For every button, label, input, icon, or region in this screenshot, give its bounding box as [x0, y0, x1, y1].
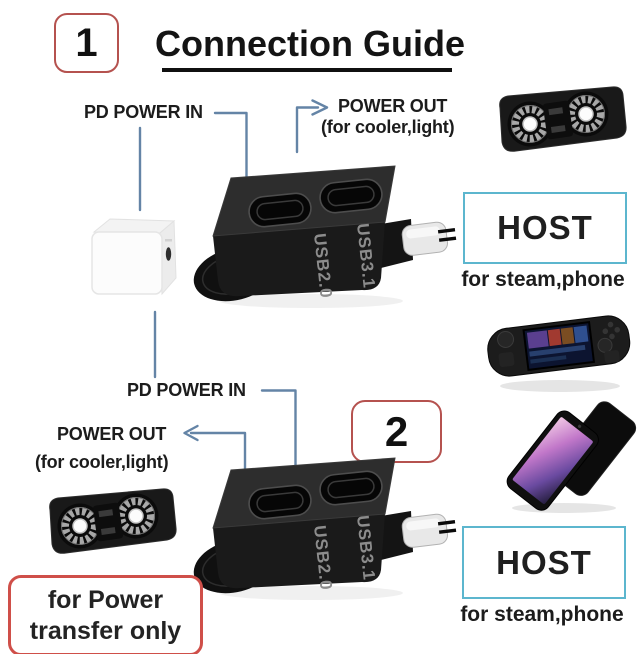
note-line-2: transfer only: [29, 616, 182, 645]
phone-shadow: [512, 503, 616, 513]
deck-screen-content: [526, 325, 589, 364]
step-1-number: 1: [75, 20, 98, 65]
pd-charger-image: [91, 218, 177, 296]
arrow-right-icon: [311, 99, 329, 116]
power-out-note-2: (for cooler,light): [35, 452, 169, 472]
step-2-number: 2: [384, 407, 409, 455]
host-label-2: HOST: [496, 543, 592, 581]
usbc-male-plug-icon: [401, 221, 457, 256]
usb2-port-icon: [248, 484, 312, 520]
usbc-adapter-image-1: USB2.0 USB3.1: [193, 165, 457, 308]
note-line-1: for Power: [47, 586, 164, 614]
deck-shadow: [500, 380, 620, 392]
host-label-1: HOST: [497, 209, 593, 246]
adapter-front-face: [213, 514, 385, 589]
usbc-male-plug-icon: [401, 513, 457, 548]
cooler-center-block: [93, 502, 123, 542]
title-underline: [162, 68, 452, 72]
power-out-label-1: POWER OUT: [338, 96, 448, 116]
deck-left-trackpad: [498, 351, 515, 368]
smartphone-image: [506, 401, 637, 513]
fan-right-icon: [563, 91, 609, 137]
host-box-2: HOST: [462, 526, 626, 599]
phone-camera-dot: [577, 424, 582, 428]
host-note-1: for steam,phone: [461, 268, 625, 291]
adapter-front-face: [213, 222, 385, 297]
usb3-port-icon: [319, 470, 383, 506]
fan-left-icon: [507, 101, 553, 147]
power-out-label-2: POWER OUT: [57, 424, 167, 444]
pd-power-in-label-2: PD POWER IN: [127, 380, 246, 400]
power-out-note-1: (for cooler,light): [321, 117, 455, 137]
usb2-port-icon: [248, 192, 312, 228]
arrow-left-icon: [183, 424, 199, 442]
deck-buttons: [602, 321, 621, 340]
cooler-image-2: [49, 488, 177, 554]
adapter-shadow: [219, 586, 403, 600]
charger-front-face: [91, 231, 163, 295]
power-transfer-note-box: for Power transfer only: [8, 575, 203, 654]
cooler-image-1: [499, 86, 627, 152]
fan-right-icon: [113, 493, 159, 539]
host-box-1: HOST: [463, 192, 627, 264]
charger-print: [165, 239, 172, 242]
usbc-adapter-image-2: USB2.0 USB3.1: [193, 457, 457, 600]
pd-power-in-label-1: PD POWER IN: [84, 102, 203, 122]
steam-deck-image: [487, 315, 631, 392]
deck-left-stick: [497, 330, 515, 348]
charger-usbc-port: [165, 247, 172, 261]
host-note-2: for steam,phone: [460, 603, 624, 626]
step-1-badge: 1: [54, 13, 119, 73]
adapter-shadow: [219, 294, 403, 308]
line-port-to-power-out-1: [295, 106, 320, 154]
phone-front: [506, 410, 599, 511]
page-title: Connection Guide: [155, 23, 465, 64]
phone-screen: [512, 417, 593, 504]
usb3-port-icon: [319, 178, 383, 214]
step-2-badge: 2: [351, 400, 442, 463]
deck-right-trackpad: [604, 350, 620, 364]
cooler-center-block: [543, 100, 573, 140]
